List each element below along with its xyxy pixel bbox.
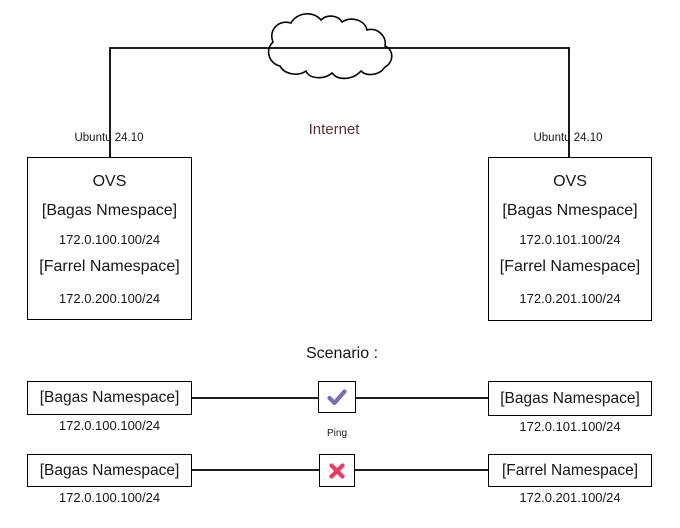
namespace-ip: 172.0.100.100/24 (58, 232, 161, 247)
scenario-row2-source-ip: 172.0.100.100/24 (58, 490, 161, 505)
scenario-row2-target-box: [Farrel Namespace] (488, 454, 652, 487)
scenario-row2-source-box: [Bagas Namespace] (27, 454, 192, 487)
ping-caption: Ping (326, 428, 347, 439)
scenario-row1-source-ip: 172.0.100.100/24 (58, 418, 161, 433)
internet-uplink-lines (109, 47, 570, 157)
namespace-ip: 172.0.200.100/24 (58, 291, 161, 306)
namespace-name: [Bagas Nmespace] (41, 202, 178, 219)
scenario-row1-target-ip: 172.0.101.100/24 (519, 419, 621, 434)
namespace-name: [Farrel Namespace] (499, 258, 641, 275)
namespace-name: [Farrel Namespace] (39, 258, 180, 275)
host-box-right: OVS [Bagas Nmespace] 172.0.101.100/24 [F… (488, 157, 652, 321)
scenario-row1-source-box: [Bagas Namespace] (27, 381, 192, 415)
scenario-title: Scenario : (305, 345, 379, 362)
ping-success-box (318, 381, 356, 413)
namespace-label: [Bagas Namespace] (39, 461, 180, 479)
host-title: OVS (553, 173, 587, 190)
cross-icon (329, 462, 345, 479)
ping-fail-box (319, 454, 355, 487)
check-icon (327, 389, 347, 406)
internet-cloud-icon (267, 13, 393, 80)
host-left-os-label: Ubuntu 24.10 (74, 132, 144, 144)
namespace-label: [Bagas Namespace] (500, 389, 640, 407)
namespace-name: [Bagas Nmespace] (502, 202, 638, 219)
host-box-left: OVS [Bagas Nmespace] 172.0.100.100/24 [F… (27, 157, 192, 320)
namespace-label: [Bagas Namespace] (39, 389, 180, 406)
namespace-label: [Farrel Namespace] (501, 461, 639, 479)
internet-label: Internet (308, 121, 360, 138)
namespace-ip: 172.0.101.100/24 (519, 232, 621, 247)
host-right-os-label: Ubuntu 24.10 (533, 132, 603, 144)
host-title: OVS (92, 173, 127, 190)
scenario-row1-target-box: [Bagas Namespace] (488, 381, 652, 416)
scenario-row2-target-ip: 172.0.201.100/24 (519, 490, 621, 505)
namespace-ip: 172.0.201.100/24 (519, 291, 621, 306)
